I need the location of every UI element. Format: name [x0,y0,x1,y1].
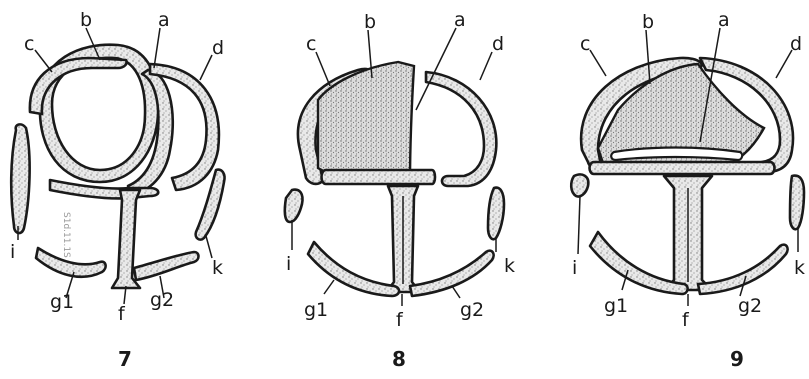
label-g2: g2 [738,295,762,317]
arc-g2 [134,252,199,280]
label-c: c [580,33,590,55]
label-g1: g1 [604,295,628,317]
label-f: f [118,303,126,325]
bar-k [790,176,804,230]
arc-g2 [410,251,494,296]
label-a: a [454,9,466,31]
figure-9: c b a d i k g1 f g2 9 [571,9,805,371]
label-b: b [80,9,92,31]
label-i: i [286,253,291,275]
bar-i [571,174,588,196]
label-g2: g2 [150,289,174,311]
label-a: a [158,9,170,31]
base-bar [590,162,775,174]
label-b: b [642,11,654,33]
bar-i [11,124,29,233]
figure-7: S1d.11.1S c b a d i k g1 f g2 7 [10,9,225,371]
bar-k [488,188,504,240]
label-d: d [790,33,802,55]
label-d: d [492,33,504,55]
label-i: i [572,257,577,279]
figure-number: 9 [730,347,744,371]
label-k: k [504,255,515,277]
label-b: b [364,11,376,33]
base-bar [322,170,436,184]
figure-8: c b a d i k g1 f g2 8 [285,9,515,371]
label-g2: g2 [460,299,484,321]
label-c: c [24,33,34,55]
label-k: k [212,257,223,279]
margin-note: S1d.11.1S [61,212,71,258]
label-f: f [682,309,690,331]
figure-number: 8 [392,347,406,371]
label-i: i [10,241,15,263]
label-g1: g1 [304,299,328,321]
figure-number: 7 [118,347,132,371]
label-d: d [212,37,224,59]
label-f: f [396,309,404,331]
label-k: k [794,257,805,279]
arc-d [426,72,496,186]
bar-i [285,190,303,222]
label-g1: g1 [50,291,74,313]
label-a: a [718,9,730,31]
label-c: c [306,33,316,55]
arc-g1 [308,242,399,296]
